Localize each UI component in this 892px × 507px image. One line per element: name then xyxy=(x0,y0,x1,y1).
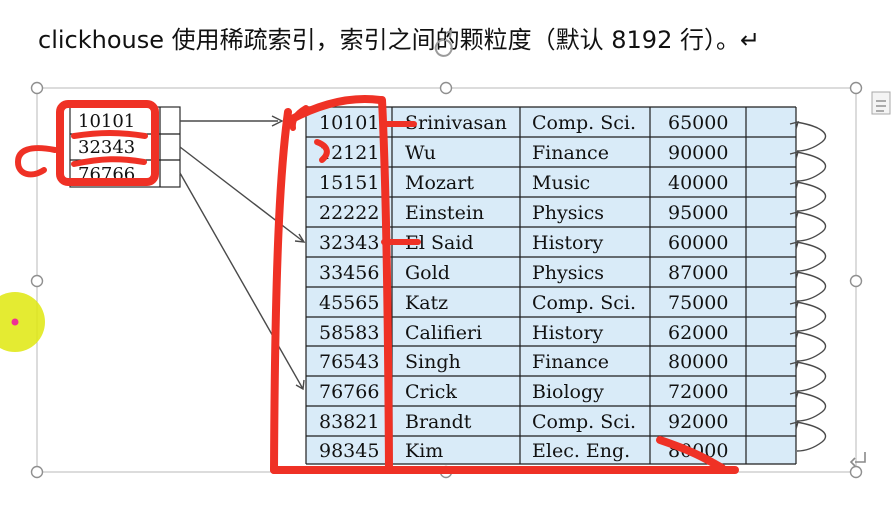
table-cell-r8-c1: 58583 xyxy=(319,322,379,344)
table-cell-r10-c1: 76766 xyxy=(319,381,379,403)
resize-handle-top-center[interactable] xyxy=(439,81,453,95)
table-cell-r6-c1: 33456 xyxy=(319,262,379,284)
resize-handle-bottom-left[interactable] xyxy=(30,465,44,479)
table-cell-r11-c2: Brandt xyxy=(405,411,472,433)
table-cell-r10-c2: Crick xyxy=(405,381,457,403)
table-cell-r2-c2: Wu xyxy=(405,142,436,164)
table-cell-r12-c3: Elec. Eng. xyxy=(532,440,630,462)
table-cell-r3-c2: Mozart xyxy=(405,172,474,194)
resize-handle-middle-right[interactable] xyxy=(849,274,863,288)
table-cell-r7-c3: Comp. Sci. xyxy=(532,292,636,314)
enter-return-icon xyxy=(849,452,866,467)
row-link-arrows xyxy=(789,121,827,452)
table-cell-r3-c4: 40000 xyxy=(668,172,728,194)
rotate-icon[interactable] xyxy=(434,29,453,57)
table-cell-r5-c2: El Said xyxy=(405,232,474,254)
table-cell-r3-c3: Music xyxy=(532,172,590,194)
table-cell-r3-c1: 15151 xyxy=(319,172,379,194)
cursor-highlight xyxy=(0,292,45,352)
table-cell-r7-c4: 75000 xyxy=(668,292,728,314)
table-cell-r9-c3: Finance xyxy=(532,351,609,373)
table-cell-r9-c4: 80000 xyxy=(668,351,728,373)
table-cell-r9-c2: Singh xyxy=(405,351,461,373)
table-cell-r1-c3: Comp. Sci. xyxy=(532,112,636,134)
red-annotation-overlay xyxy=(15,95,739,475)
table-cell-r2-c1: 12121 xyxy=(319,142,379,164)
table-cell-r2-c4: 90000 xyxy=(668,142,728,164)
table-cell-r11-c1: 83821 xyxy=(319,411,379,433)
index-entry-1: 10101 xyxy=(78,111,135,132)
table-cell-r1-c1: 10101 xyxy=(319,112,379,134)
table-cell-r8-c4: 62000 xyxy=(668,322,728,344)
table-cell-r6-c4: 87000 xyxy=(668,262,728,284)
table-cell-r4-c4: 95000 xyxy=(668,202,728,224)
table-cell-r6-c3: Physics xyxy=(532,262,604,284)
table-cell-r4-c1: 22222 xyxy=(319,202,379,224)
page-heading: clickhouse 使用稀疏索引，索引之间的颗粒度（默认 8192 行）。↵ xyxy=(38,26,761,54)
layout-options-icon[interactable] xyxy=(871,91,891,115)
table-cell-r4-c3: Physics xyxy=(532,202,604,224)
table-cell-r7-c1: 45565 xyxy=(319,292,379,314)
table-cell-r8-c3: History xyxy=(532,322,604,344)
table-cell-r9-c1: 76543 xyxy=(319,351,379,373)
sparse-index-block: 10101 32343 76766 xyxy=(69,106,181,188)
resize-handle-top-right[interactable] xyxy=(849,81,863,95)
resize-handle-middle-left[interactable] xyxy=(30,274,44,288)
table-cell-r5-c3: History xyxy=(532,232,604,254)
table-cell-r5-c4: 60000 xyxy=(668,232,728,254)
table-cell-r2-c3: Finance xyxy=(532,142,609,164)
resize-handle-bottom-right[interactable] xyxy=(849,465,863,479)
table-cell-r10-c3: Biology xyxy=(532,381,604,403)
table-cell-r1-c2: Srinivasan xyxy=(405,112,507,134)
table-cell-r5-c1: 32343 xyxy=(319,232,379,254)
table-cell-r4-c2: Einstein xyxy=(405,202,484,224)
table-cell-r1-c4: 65000 xyxy=(668,112,728,134)
data-table: 10101 Srinivasan Comp. Sci. 65000 12121 … xyxy=(319,112,728,462)
index-entry-2: 32343 xyxy=(78,137,135,158)
table-cell-r11-c4: 92000 xyxy=(668,411,728,433)
resize-handle-top-left[interactable] xyxy=(30,81,44,95)
table-cell-r10-c4: 72000 xyxy=(668,381,728,403)
table-cell-r6-c2: Gold xyxy=(405,262,450,284)
table-cell-r8-c2: Califieri xyxy=(405,322,482,344)
table-cell-r11-c3: Comp. Sci. xyxy=(532,411,636,433)
table-cell-r7-c2: Katz xyxy=(405,292,448,314)
table-cell-r12-c1: 98345 xyxy=(319,440,379,462)
table-cell-r12-c2: Kim xyxy=(405,440,443,462)
index-pointers xyxy=(179,115,306,391)
